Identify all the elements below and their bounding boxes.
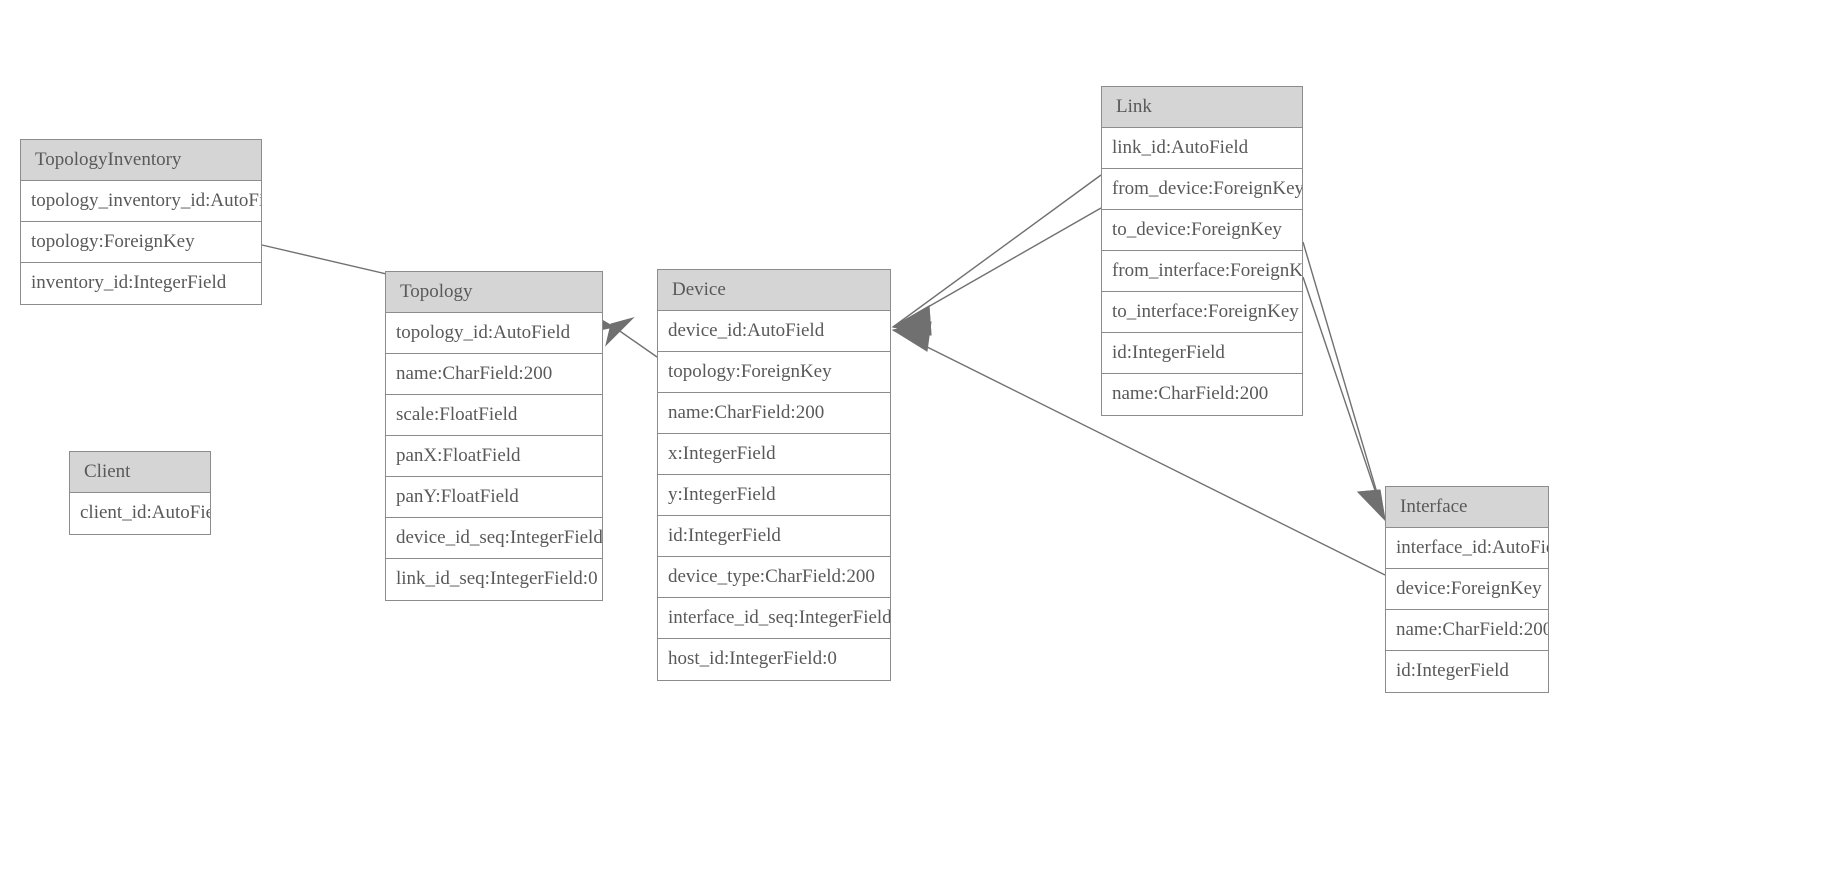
relation-device-topology — [605, 317, 658, 358]
relation-arrowhead — [1356, 489, 1386, 522]
entity-field-row: name:CharField:200 — [1386, 610, 1548, 651]
entity-field-row: name:CharField:200 — [1102, 374, 1302, 415]
entity-field-row: link_id:AutoField — [1102, 128, 1302, 169]
entity-field-row: device_id:AutoField — [658, 311, 890, 352]
entity-field-row: topology_id:AutoField — [386, 313, 602, 354]
relation-arrowhead — [891, 305, 932, 336]
entity-field-row: from_interface:ForeignKey — [1102, 251, 1302, 292]
relation-line — [892, 207, 1102, 328]
entity-title-interface: Interface — [1386, 487, 1548, 528]
entity-field-row: name:CharField:200 — [658, 393, 890, 434]
entity-field-row: id:IntegerField — [1102, 333, 1302, 374]
entity-field-row: topology:ForeignKey — [21, 222, 261, 263]
entity-title-topology_inventory: TopologyInventory — [21, 140, 261, 181]
relation-link-to_interface — [1302, 276, 1386, 522]
entity-field-row: to_device:ForeignKey — [1102, 210, 1302, 251]
entity-field-row: client_id:AutoField — [70, 493, 210, 534]
entity-field-row: topology_inventory_id:AutoField — [21, 181, 261, 222]
entity-field-row: id:IntegerField — [658, 516, 890, 557]
entity-field-row: y:IntegerField — [658, 475, 890, 516]
entity-field-row: device:ForeignKey — [1386, 569, 1548, 610]
entity-field-row: x:IntegerField — [658, 434, 890, 475]
relation-line — [1302, 241, 1386, 521]
entity-title-device: Device — [658, 270, 890, 311]
relation-arrowhead — [891, 321, 932, 352]
relation-link-to_device — [891, 207, 1102, 336]
relation-line — [613, 326, 658, 358]
entity-field-row: host_id:IntegerField:0 — [658, 639, 890, 680]
relation-link-from_interface — [1302, 241, 1386, 522]
entity-field-row: panX:FloatField — [386, 436, 602, 477]
entity-title-topology: Topology — [386, 272, 602, 313]
entity-field-row: scale:FloatField — [386, 395, 602, 436]
relation-arrowhead — [1356, 489, 1386, 522]
entity-field-row: topology:ForeignKey — [658, 352, 890, 393]
entity-field-row: interface_id:AutoField — [1386, 528, 1548, 569]
relation-line — [1302, 276, 1386, 521]
relation-arrowhead — [605, 317, 635, 347]
entity-field-row: device_type:CharField:200 — [658, 557, 890, 598]
entity-field-row: id:IntegerField — [1386, 651, 1548, 692]
entity-interface[interactable]: Interfaceinterface_id:AutoFielddevice:Fo… — [1385, 486, 1549, 693]
relation-link-from_device — [891, 174, 1102, 336]
entity-field-row: name:CharField:200 — [386, 354, 602, 395]
entity-field-row: from_device:ForeignKey — [1102, 169, 1302, 210]
entity-field-row: link_id_seq:IntegerField:0 — [386, 559, 602, 600]
entity-field-row: to_interface:ForeignKey — [1102, 292, 1302, 333]
relation-line — [892, 174, 1102, 328]
entity-title-client: Client — [70, 452, 210, 493]
relation-arrowhead — [891, 305, 932, 336]
entity-title-link: Link — [1102, 87, 1302, 128]
entity-field-row: inventory_id:IntegerField — [21, 263, 261, 304]
entity-field-row: interface_id_seq:IntegerField:0 — [658, 598, 890, 639]
entity-field-row: device_id_seq:IntegerField:0 — [386, 518, 602, 559]
entity-field-row: panY:FloatField — [386, 477, 602, 518]
